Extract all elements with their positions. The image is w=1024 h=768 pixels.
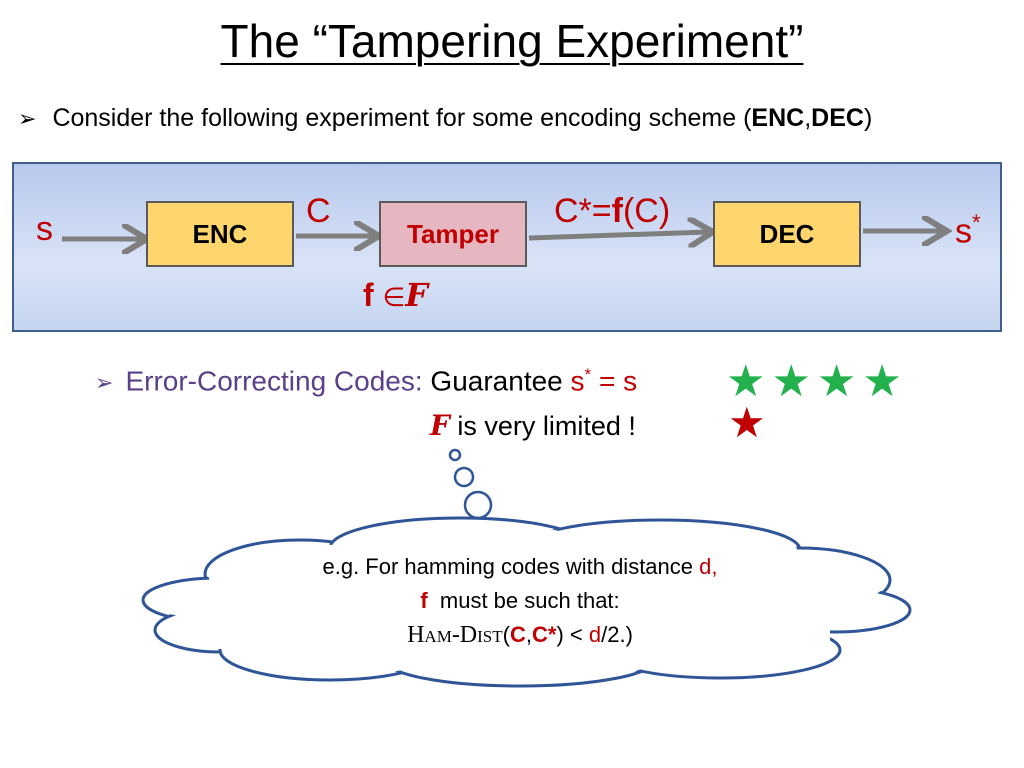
output-s-star-label: s* bbox=[955, 210, 981, 251]
cloud-line2-text: must be such that: bbox=[427, 588, 620, 613]
guarantee-text: Guarantee bbox=[430, 365, 563, 397]
cloud-line3-d: d bbox=[588, 622, 602, 647]
cloud-line3-comma: , bbox=[525, 622, 532, 647]
input-s-label: s bbox=[36, 210, 53, 248]
s-star: s bbox=[570, 365, 585, 397]
bullet-arrow-icon: ➢ bbox=[95, 370, 114, 396]
cloud-text: e.g. For hamming codes with distance d, … bbox=[220, 550, 820, 652]
intro-bullet: ➢ Consider the following experiment for s… bbox=[18, 104, 872, 133]
cloud-line3-end: /2.) bbox=[601, 622, 633, 647]
output-star: * bbox=[972, 210, 981, 235]
cloud-line3-cstar: C* bbox=[532, 622, 557, 647]
intro-close: ) bbox=[863, 104, 873, 132]
intro-enc: ENC bbox=[751, 104, 805, 132]
output-s: s bbox=[955, 212, 972, 251]
intro-text: Consider the following experiment for so… bbox=[52, 104, 752, 132]
intro-comma: , bbox=[804, 104, 812, 132]
intro-dec: DEC bbox=[811, 104, 864, 132]
cloud-line3-mid: ) < bbox=[556, 622, 589, 647]
f-in-family-label: f ∈F bbox=[363, 276, 428, 314]
s-star-sup: * bbox=[584, 365, 592, 384]
cstar-suffix: (C) bbox=[622, 192, 671, 230]
cloud-line-2: f must be such that: bbox=[220, 584, 820, 618]
cloud-fill bbox=[146, 521, 907, 683]
cloud-line-1: e.g. For hamming codes with distance d, bbox=[220, 550, 820, 584]
limited-text: is very limited ! bbox=[449, 411, 636, 441]
cloud-line1-text: e.g. For hamming codes with distance bbox=[322, 554, 700, 579]
slide-title: The “Tampering Experiment” bbox=[220, 15, 804, 67]
dec-box: DEC bbox=[713, 201, 861, 267]
family-limited-line: F is very limited ! bbox=[430, 409, 636, 442]
red-star-icon: ★ bbox=[728, 399, 766, 446]
cloud-line2-f: f bbox=[420, 588, 428, 613]
cstar-f: f bbox=[611, 192, 623, 230]
arrow-tamper-to-dec bbox=[528, 232, 708, 238]
codeword-c-label: C bbox=[306, 192, 331, 230]
enc-box: ENC bbox=[146, 201, 294, 267]
cloud-line3-c: C bbox=[509, 622, 526, 647]
ecc-bullet: ➢Error-Correcting Codes: Guarantee s* = … bbox=[95, 365, 637, 397]
family-symbol: F bbox=[430, 409, 450, 442]
s: s bbox=[623, 365, 638, 397]
green-stars-icon: ★★★★ bbox=[726, 357, 908, 406]
equals: = bbox=[598, 365, 616, 397]
tamper-box: Tamper bbox=[379, 201, 527, 267]
cloud-line3-open: ( bbox=[502, 622, 510, 647]
cloud-line1-d: d, bbox=[699, 554, 718, 579]
member-symbol: ∈ bbox=[382, 282, 406, 312]
thought-bubble-small bbox=[448, 448, 462, 462]
tampered-codeword-label: C*=f(C) bbox=[554, 192, 670, 231]
thought-bubble-large bbox=[463, 490, 493, 520]
thought-bubble-medium bbox=[453, 466, 475, 488]
family-symbol: F bbox=[405, 276, 428, 314]
ham-dist-func: Ham-Dist bbox=[407, 622, 503, 648]
cloud-line-3: Ham-Dist(C,C*) < d/2.) bbox=[220, 618, 820, 652]
cstar-prefix: C*= bbox=[554, 192, 612, 230]
f-symbol: f bbox=[363, 277, 374, 313]
ecc-label: Error-Correcting Codes: bbox=[125, 365, 423, 397]
bullet-arrow-icon: ➢ bbox=[18, 106, 37, 131]
